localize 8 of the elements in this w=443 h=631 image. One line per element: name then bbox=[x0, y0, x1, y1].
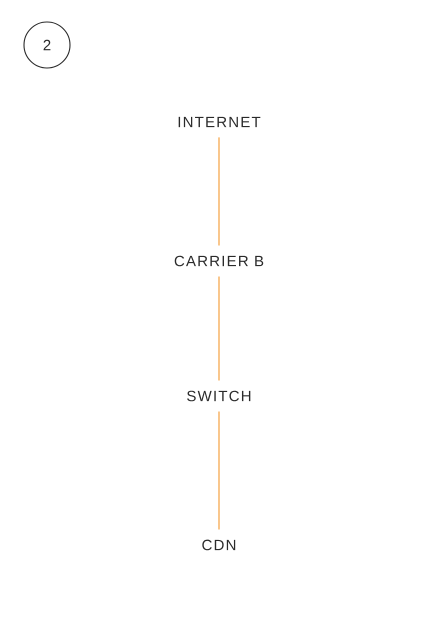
connector-line bbox=[218, 276, 220, 380]
node-label: SWITCH bbox=[187, 390, 250, 402]
circled-number: 2 bbox=[23, 21, 71, 69]
connector-line bbox=[218, 412, 220, 530]
node-label: CDN bbox=[202, 540, 236, 550]
node-label: INTERNET bbox=[178, 116, 260, 128]
connector-line bbox=[218, 137, 220, 246]
node-label: CARRIER B bbox=[174, 256, 264, 266]
